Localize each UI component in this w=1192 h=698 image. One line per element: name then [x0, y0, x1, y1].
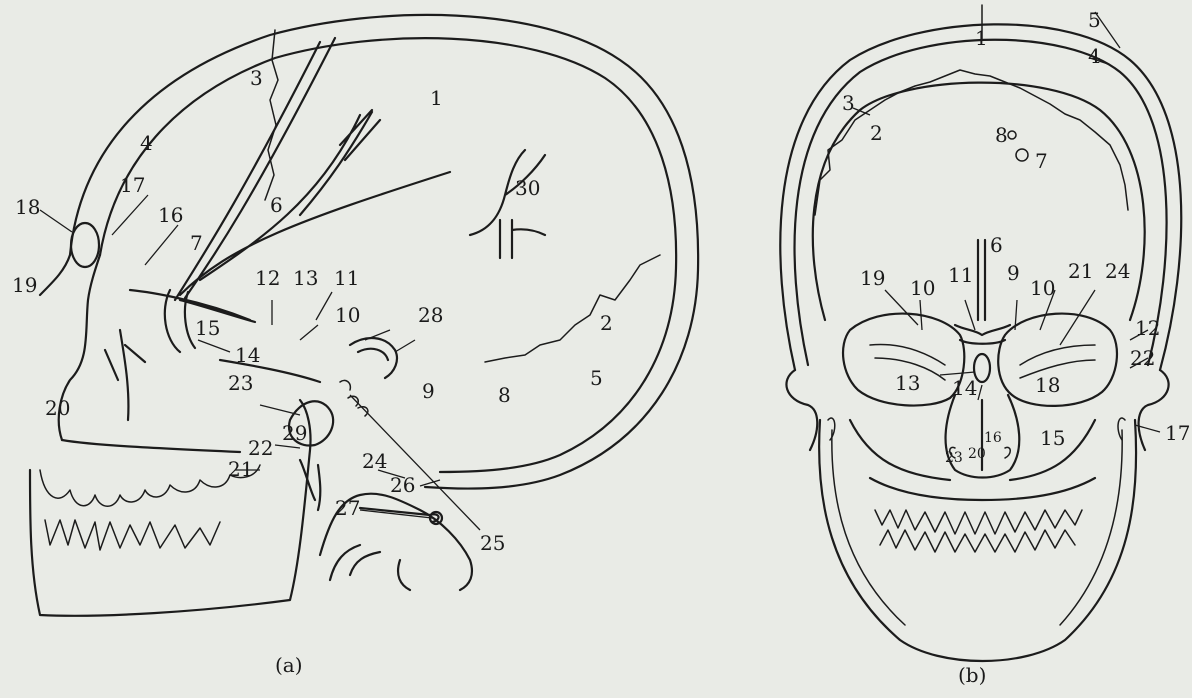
lateral-label-20: 20: [45, 396, 70, 420]
frontal-label-1: 1: [975, 26, 988, 50]
frontal-label-6: 6: [990, 233, 1003, 257]
frontal-label-10a: 10: [910, 276, 935, 300]
frontal-cranium-mid: [795, 40, 1167, 365]
frontal-foramen-large: [1016, 149, 1028, 161]
frontal-label-11: 11: [948, 263, 973, 287]
frontal-upper-jaw: [870, 478, 1095, 500]
lateral-coronal-suture: [265, 30, 278, 200]
lateral-label-12: 12: [255, 266, 280, 290]
frontal-label-13: 13: [895, 371, 920, 395]
frontal-label-14: 14: [952, 376, 977, 400]
lateral-label-19: 19: [12, 273, 37, 297]
lateral-mandible: [30, 400, 311, 616]
frontal-lower-teeth: [880, 530, 1075, 552]
lateral-label-29: 29: [282, 421, 307, 445]
lateral-labels: 1 2 3 4 5 6 7 8 9 10 11 12 13 14 15 16 1…: [12, 66, 613, 555]
frontal-label-10b: 10: [1030, 276, 1055, 300]
frontal-zygomatic: [786, 370, 1168, 480]
lateral-label-6: 6: [270, 193, 283, 217]
lateral-lambdoid-suture: [485, 255, 660, 362]
lateral-label-18: 18: [15, 195, 40, 219]
frontal-leader-lines: [853, 12, 1160, 432]
frontal-label-16: 16: [984, 430, 1002, 446]
lateral-label-30: 30: [515, 176, 540, 200]
frontal-label-2: 2: [870, 121, 883, 145]
lateral-label-11: 11: [334, 266, 359, 290]
lateral-label-10: 10: [335, 303, 360, 327]
lateral-label-9: 9: [422, 379, 435, 403]
frontal-label-4: 4: [1088, 44, 1101, 68]
lateral-label-28: 28: [418, 303, 443, 327]
frontal-label-18: 18: [1035, 373, 1060, 397]
lateral-label-7: 7: [190, 231, 203, 255]
lateral-label-5: 5: [590, 366, 603, 390]
lateral-label-1: 1: [430, 86, 443, 110]
lateral-label-2: 2: [600, 311, 613, 335]
lateral-label-21: 21: [228, 457, 253, 481]
frontal-label-20: 20: [968, 446, 986, 462]
lateral-label-26: 26: [390, 473, 415, 497]
frontal-label-12: 12: [1135, 316, 1160, 340]
lateral-orbit-ring: [71, 223, 99, 267]
lateral-label-3: 3: [250, 66, 263, 90]
lateral-caption: (a): [275, 653, 303, 677]
frontal-label-22: 22: [1130, 346, 1155, 370]
frontal-label-5: 5: [1088, 8, 1101, 32]
frontal-label-21: 21: [1068, 259, 1093, 283]
frontal-label-23: 23: [945, 450, 963, 466]
frontal-nasal-bridge: [955, 325, 1010, 344]
lateral-label-8: 8: [498, 383, 511, 407]
lateral-sinus-sketch: [470, 150, 545, 258]
frontal-label-7: 7: [1035, 149, 1048, 173]
lateral-label-16: 16: [158, 203, 183, 227]
frontal-label-9: 9: [1007, 261, 1020, 285]
lateral-label-22: 22: [248, 436, 273, 460]
lateral-label-15: 15: [195, 316, 220, 340]
lateral-label-14: 14: [235, 343, 260, 367]
lateral-label-17: 17: [120, 173, 145, 197]
lateral-skull-view: 1 2 3 4 5 6 7 8 9 10 11 12 13 14 15 16 1…: [12, 15, 698, 677]
lateral-upper-teeth: [40, 465, 260, 506]
lateral-label-13: 13: [293, 266, 318, 290]
lateral-styloid: [300, 460, 320, 510]
frontal-label-8: 8: [995, 123, 1008, 147]
lateral-label-4: 4: [140, 131, 153, 155]
frontal-sagittal-suture: [815, 70, 1128, 215]
lateral-label-27: 27: [335, 496, 360, 520]
frontal-label-17: 17: [1165, 421, 1190, 445]
lateral-label-25: 25: [480, 531, 505, 555]
lateral-cranium-outer: [70, 15, 698, 489]
frontal-label-19: 19: [860, 266, 885, 290]
frontal-cheek-hooks: [828, 418, 1125, 440]
frontal-label-24: 24: [1105, 259, 1130, 283]
lateral-label-23: 23: [228, 371, 253, 395]
frontal-label-15: 15: [1040, 426, 1065, 450]
lateral-meningeal-artery: [175, 38, 450, 300]
frontal-upper-teeth: [875, 510, 1082, 534]
lateral-label-24: 24: [362, 449, 387, 473]
frontal-cranium-outer: [780, 24, 1181, 370]
frontal-skull-view: 1 2 3 4 5 6 7 8 9 10 10 11 12 13 14 15 1…: [780, 5, 1190, 687]
lateral-ear-canal: [350, 338, 397, 378]
lateral-lower-teeth: [45, 520, 220, 550]
frontal-caption: (b): [958, 663, 986, 687]
frontal-foramen-small: [1008, 131, 1016, 139]
frontal-label-3: 3: [842, 91, 855, 115]
lateral-cranium-inner: [100, 38, 676, 472]
frontal-crista: [978, 240, 985, 320]
